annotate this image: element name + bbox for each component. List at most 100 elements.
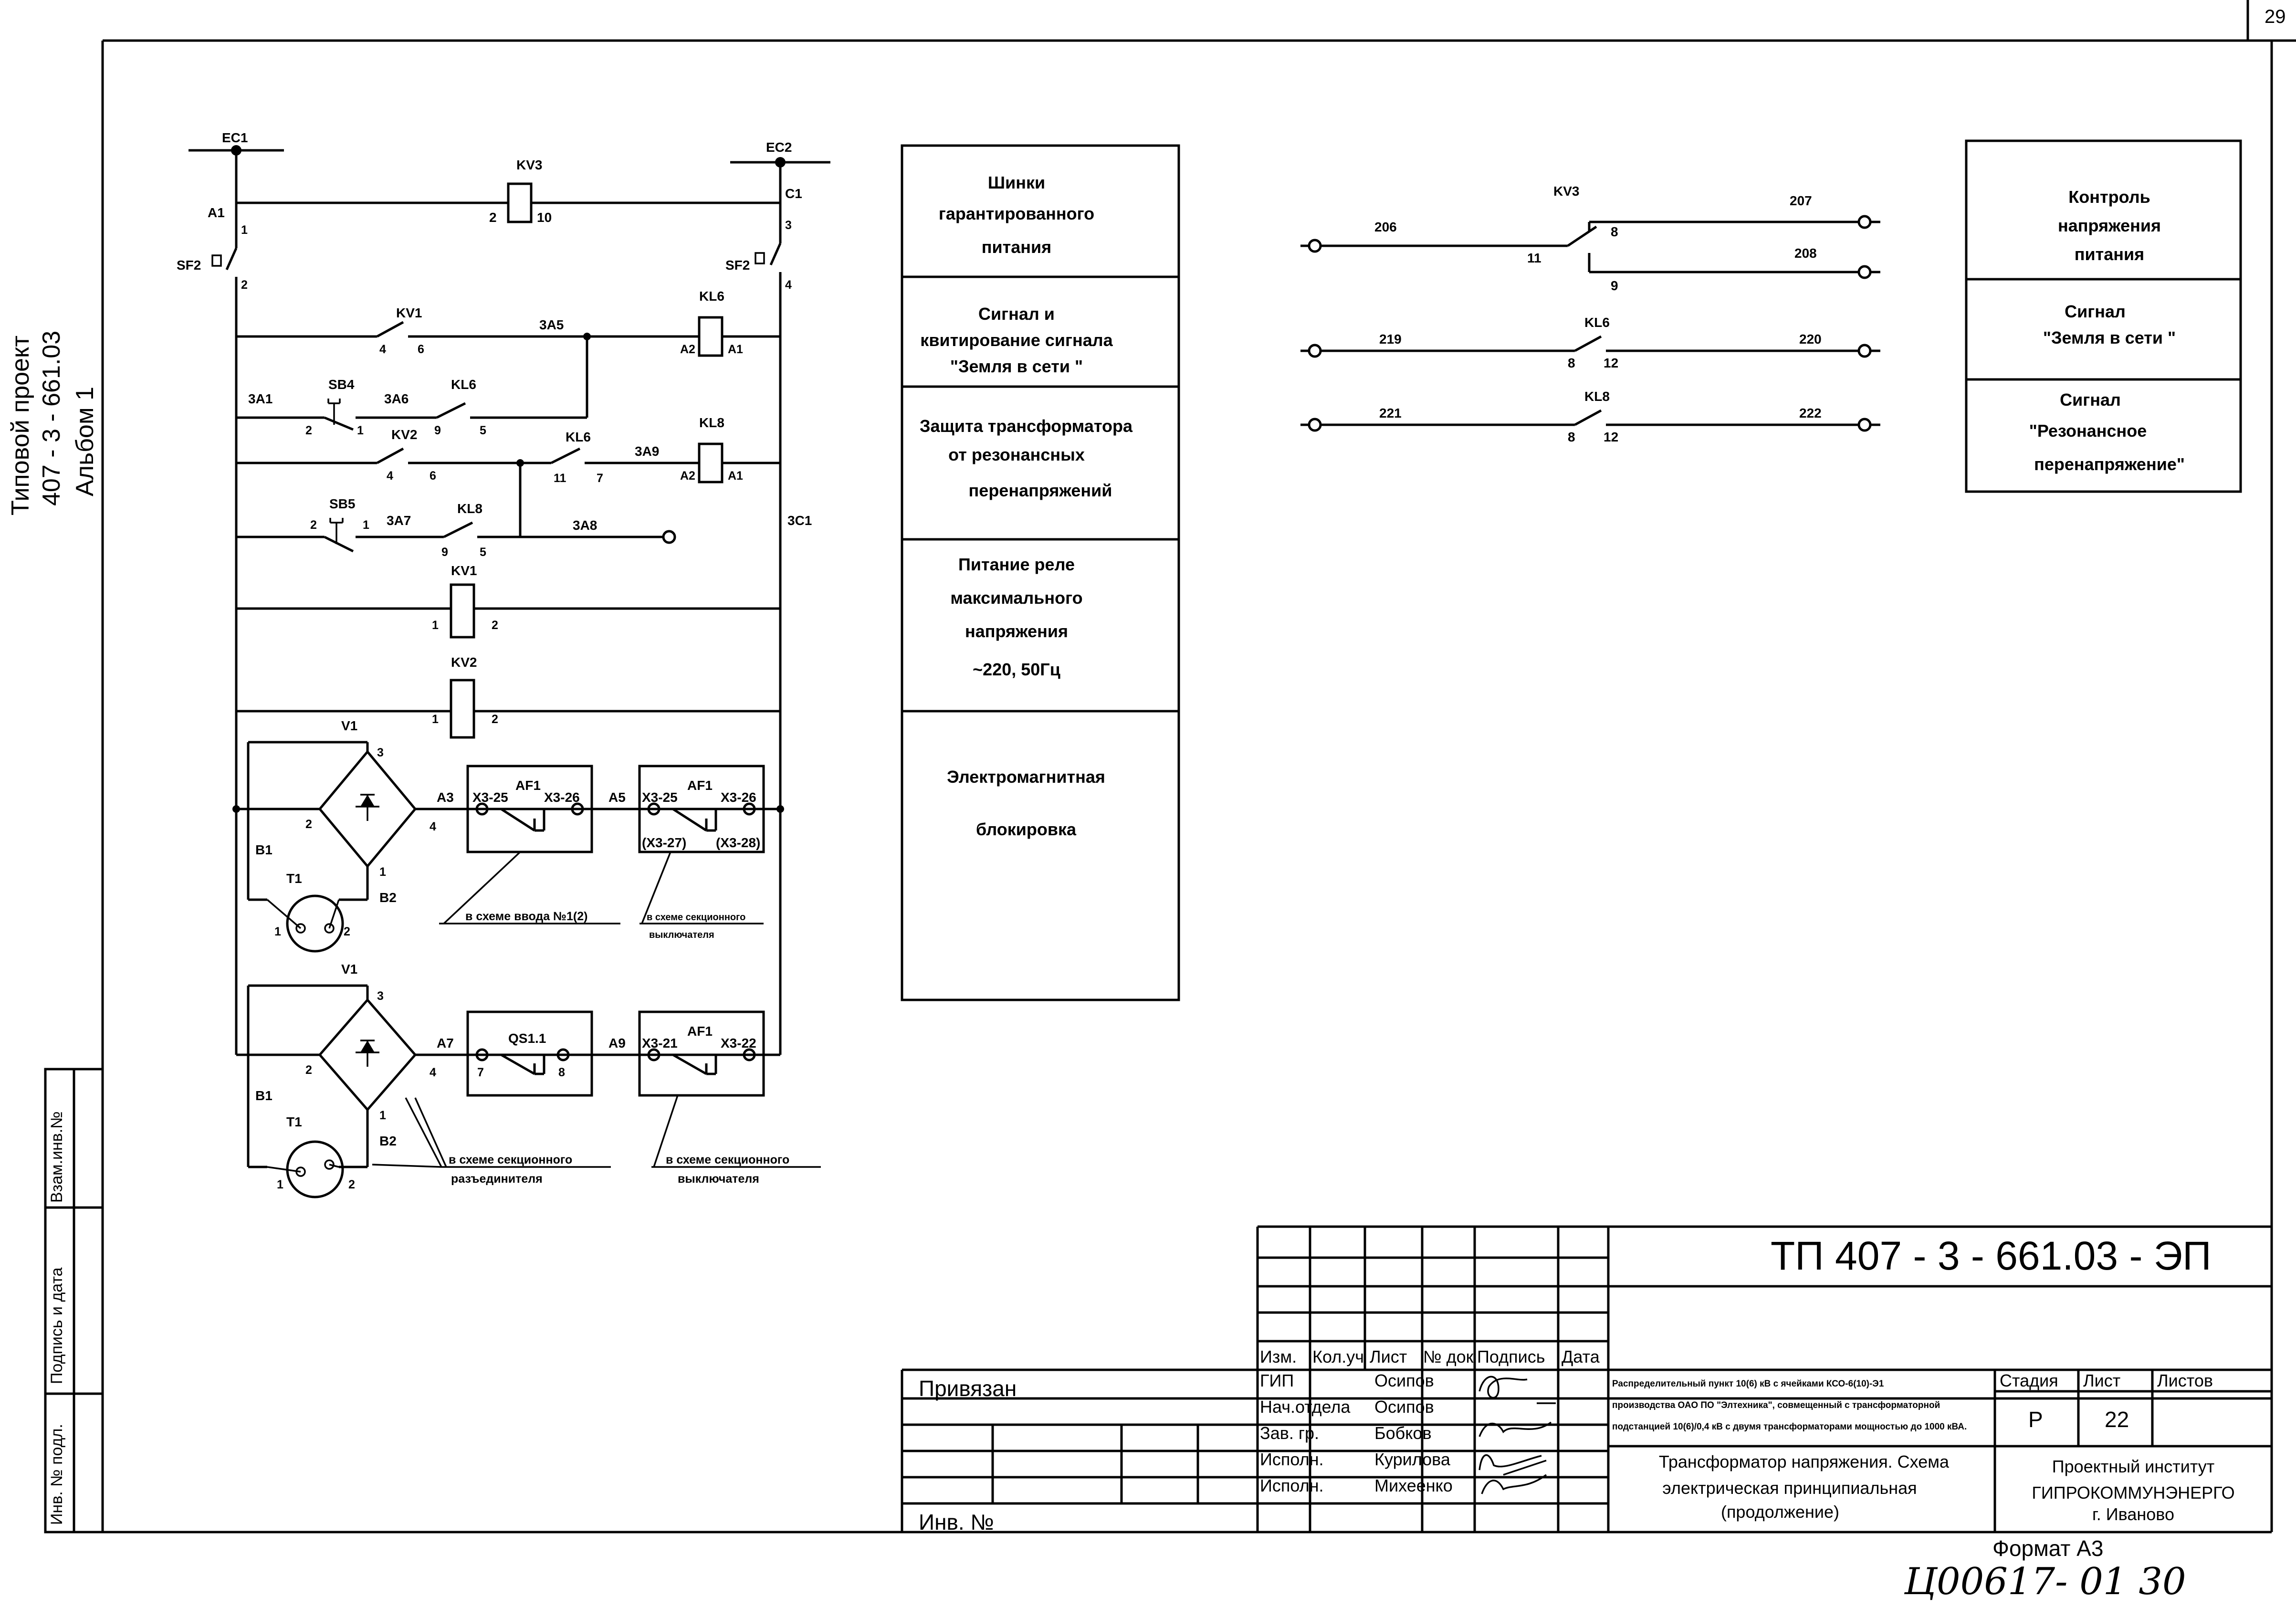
diagram-label: 6: [430, 469, 436, 483]
diagram-label: ~220, 50Гц: [973, 660, 1060, 679]
diagram-label: EC2: [766, 140, 792, 155]
format-label: Формат А3: [1992, 1536, 2103, 1561]
diagram-label: 1: [277, 1178, 283, 1191]
diagram-label: перенапряжение": [2034, 454, 2185, 474]
diagram-label: разъединителя: [451, 1172, 543, 1186]
diagram-label: 7: [597, 472, 603, 485]
sheet-value: 22: [2105, 1407, 2129, 1432]
diagram-label: "Земля в сети ": [2043, 328, 2176, 347]
diagram-label: Дата: [1562, 1347, 1600, 1366]
diagram-label: 207: [1790, 193, 1812, 208]
title-block: ТП 407 - 3 - 661.03 - ЭП Привязан Инв. №…: [901, 1225, 2272, 1603]
diagram-label: Нач.отдела: [1260, 1397, 1351, 1417]
diagram-label: 219: [1379, 332, 1402, 347]
diagram-label: питания: [2075, 244, 2144, 264]
diagram-label: KL6: [1584, 315, 1610, 330]
diagram-label: Подпись: [1477, 1347, 1545, 1366]
diagram-label: Инв. № подл.: [48, 1424, 66, 1525]
diagram-label: питания: [982, 237, 1051, 257]
diagram-label: 4: [785, 278, 792, 292]
diagram-label: Осипов: [1374, 1371, 1434, 1390]
diagram-label: Михеенко: [1374, 1476, 1453, 1495]
function-block-guaranteed-bus: Шинки гарантированного питания: [939, 173, 1094, 257]
diagram-label: A1: [728, 469, 743, 483]
diagram-label: 221: [1379, 406, 1402, 420]
diagram-label: 9: [434, 424, 441, 437]
object-description: Распределительный пункт 10(6) кВ с ячейк…: [1612, 1379, 1967, 1432]
right-block-resonance-signal: Сигнал "Резонансное перенапряжение": [2029, 390, 2185, 474]
diagram-label: гарантированного: [939, 204, 1094, 223]
diagram-label: 6: [418, 343, 424, 356]
function-block-em-interlock: Электромагнитная блокировка: [947, 767, 1105, 839]
diagram-label: Распределительный пункт 10(6) кВ с ячейк…: [1612, 1379, 1884, 1389]
diagram-label: 3A5: [539, 317, 564, 332]
diagram-label: 9: [441, 546, 448, 559]
diagram-label: 3A6: [384, 391, 409, 406]
side-boxes: Взам.инв.№ Подпись и дата Инв. № подл.: [44, 1068, 104, 1534]
diagram-label: Сигнал: [2060, 390, 2121, 410]
diagram-label: Альбом 1: [71, 387, 99, 496]
diagram-label: AF1: [687, 778, 713, 793]
diagram-label: B1: [255, 1088, 273, 1103]
diagram-label: в схеме секционного: [449, 1153, 572, 1166]
diagram-label: SB4: [328, 377, 355, 392]
diagram-label: KV2: [451, 655, 477, 670]
diagram-label: B1: [255, 842, 273, 857]
diagram-label: в схеме ввода №1(2): [465, 910, 587, 923]
inv-no-label: Инв. №: [919, 1510, 994, 1534]
side-stamp: Типовой проект 407 - 3 - 661.03 Альбом 1: [7, 331, 99, 515]
function-blocks-table: Шинки гарантированного питания Сигнал и …: [901, 144, 1180, 1001]
sheet-frame: [45, 0, 2296, 1534]
diagram-label: 1: [432, 619, 439, 632]
diagram-label: напряжения: [2058, 216, 2161, 235]
diagram-label: 220: [1799, 332, 1822, 347]
diagram-label: KV3: [516, 158, 542, 172]
diagram-label: B2: [379, 1134, 397, 1148]
diagram-label: A5: [608, 790, 626, 805]
diagram-label: Сигнал и: [978, 304, 1055, 324]
diagram-label: "Резонансное: [2029, 421, 2147, 441]
diagram-label: 10: [537, 210, 552, 225]
diagram-label: KV2: [391, 427, 417, 442]
diagram-label: 2: [305, 1063, 312, 1077]
diagram-label: A2: [680, 343, 695, 356]
diagram-label: A2: [680, 469, 695, 483]
schematic: EC1 EC2 SF2 A1 1 2 SF2 C1 3 4 KV3 2 10: [177, 130, 830, 1198]
diagram-label: QS1.1: [508, 1031, 546, 1046]
diagram-label: A1: [728, 343, 743, 356]
diagram-label: 3A9: [635, 444, 659, 459]
diagram-label: KL6: [566, 430, 591, 444]
diagram-label: Типовой проект: [7, 336, 34, 515]
diagram-label: "Земля в сети ": [950, 357, 1083, 376]
diagram-label: напряжения: [965, 621, 1068, 641]
diagram-label: X3-25: [642, 790, 678, 805]
diagram-label: Кол.уч: [1312, 1347, 1364, 1366]
diagram-label: AF1: [515, 778, 541, 793]
diagram-label: 2: [241, 278, 248, 292]
diagram-label: KL6: [699, 289, 724, 304]
diagram-label: 9: [1611, 278, 1618, 293]
diagram-label: EC1: [222, 130, 248, 145]
diagram-label: 1: [379, 1109, 386, 1122]
diagram-label: 5: [480, 546, 486, 559]
diagram-label: A7: [437, 1036, 454, 1051]
document-code: ТП 407 - 3 - 661.03 - ЭП: [1771, 1233, 2212, 1278]
diagram-label: V1: [341, 962, 357, 977]
diagram-label: выключателя: [678, 1172, 759, 1186]
diagram-label: Зав. гр.: [1260, 1423, 1319, 1443]
right-blocks-table: Контроль напряжения питания Сигнал "Земл…: [1965, 139, 2242, 493]
diagram-label: Исполн.: [1260, 1476, 1324, 1495]
diagram-label: Электромагнитная: [947, 767, 1105, 787]
right-block-earth-signal: Сигнал "Земля в сети ": [2043, 302, 2176, 347]
signatories: ГИП Нач.отдела Зав. гр. Исполн. Исполн. …: [1260, 1371, 1453, 1495]
diagram-label: 8: [558, 1066, 565, 1079]
diagram-label: 206: [1374, 220, 1397, 234]
diagram-label: 2: [489, 210, 497, 225]
diagram-label: KV1: [396, 305, 422, 320]
diagram-label: 5: [480, 424, 486, 437]
diagram-label: максимального: [950, 588, 1082, 608]
diagram-label: Осипов: [1374, 1397, 1434, 1417]
right-block-voltage-control: Контроль напряжения питания: [2058, 187, 2161, 264]
diagram-label: KL8: [457, 501, 482, 516]
